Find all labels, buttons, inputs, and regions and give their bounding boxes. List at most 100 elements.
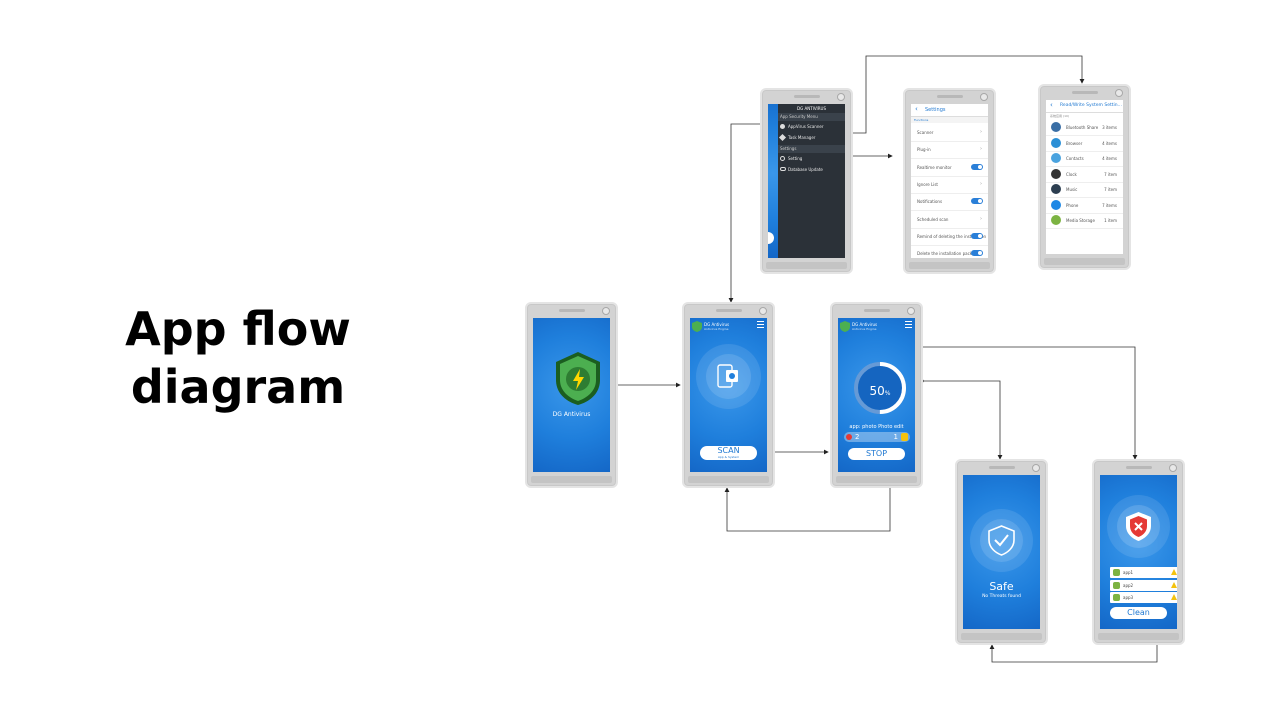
settings-row[interactable]: Realtime monitor	[911, 159, 988, 177]
menu-screen: DG ANTIVIRUS App Security Menu AppVirus …	[768, 104, 845, 258]
phone-settings: ‹ Settings Functions Scanner›Plug-in›Rea…	[903, 88, 996, 274]
scan-button[interactable]: SCAN App & System	[700, 446, 757, 460]
settings-row-label: Remind of deleting the installation	[917, 233, 987, 239]
permission-count: 4 items	[1102, 156, 1117, 161]
menu-item-appvirus[interactable]: AppVirus Scanner	[778, 122, 844, 132]
settings-title: Settings	[925, 107, 946, 113]
app-icon	[1051, 153, 1061, 163]
menu-item-setting-label: Setting	[788, 156, 803, 161]
scan-ring	[696, 344, 761, 409]
settings-row-label: Notifications	[917, 199, 943, 205]
menu-underlay	[768, 104, 778, 258]
threat-row[interactable]: app2	[1110, 579, 1177, 591]
scan-counter-bar: 2 1	[844, 432, 910, 442]
toggle-switch[interactable]	[971, 163, 983, 170]
toggle-switch[interactable]	[971, 250, 983, 257]
settings-row-label: Ignore List	[917, 181, 938, 187]
scan-button-label: SCAN	[717, 446, 740, 455]
settings-header: ‹ Settings	[911, 104, 988, 117]
scan-home-screen: DG Antivirus Antivirus Engine SCAN App &…	[690, 318, 767, 472]
threat-app-name: app3	[1123, 595, 1134, 600]
clean-button[interactable]: Clean	[1110, 607, 1167, 619]
permission-app-name: Contacts	[1066, 156, 1084, 161]
menu-item-database-update[interactable]: Database Update	[778, 165, 844, 175]
chevron-right-icon: ›	[980, 180, 982, 187]
app-icon	[1051, 199, 1061, 210]
threat-row[interactable]: app3	[1110, 592, 1177, 603]
hamburger-menu-icon[interactable]	[757, 321, 764, 328]
warning-icon	[1171, 594, 1177, 600]
back-icon[interactable]: ‹	[915, 105, 918, 113]
stop-button[interactable]: STOP	[848, 448, 905, 460]
menu-item-task-label: Task Manager	[788, 135, 816, 140]
settings-row[interactable]: Plug-in›	[911, 141, 988, 160]
header-app-name: DG Antivirus	[852, 322, 878, 327]
permission-count: 7 item	[1104, 171, 1117, 177]
permissions-header: ‹ Read/Write System Settin...	[1046, 100, 1123, 113]
permission-row[interactable]: Music 7 item	[1046, 182, 1123, 198]
threat-list: app1 app2 app3	[1100, 567, 1177, 607]
phone-menu: DG ANTIVIRUS App Security Menu AppVirus …	[760, 88, 853, 274]
progress-arc	[854, 362, 906, 414]
menu-item-database-label: Database Update	[788, 167, 823, 172]
settings-row-label: Scanner	[917, 130, 934, 135]
back-icon[interactable]: ‹	[1050, 101, 1053, 109]
permission-row[interactable]: Contacts 4 items	[1046, 151, 1123, 167]
toggle-switch[interactable]	[971, 198, 983, 205]
header-app-name: DG Antivirus	[704, 322, 730, 327]
device-scan-icon	[717, 364, 738, 388]
splash-app-name: DG Antivirus	[552, 411, 591, 418]
menu-drawer: DG ANTIVIRUS App Security Menu AppVirus …	[778, 104, 845, 258]
gear-icon	[780, 156, 785, 161]
settings-row-label: Delete the installation package	[917, 251, 980, 257]
settings-row[interactable]: Scheduled scan›	[911, 211, 988, 229]
cloud-icon	[780, 167, 786, 171]
toggle-switch[interactable]	[971, 232, 983, 239]
permissions-subheader: 系统应用 (10)	[1050, 114, 1070, 118]
hamburger-menu-icon[interactable]	[905, 321, 912, 328]
settings-row[interactable]: Delete the installation package	[911, 245, 988, 258]
settings-row[interactable]: Notifications	[911, 193, 988, 212]
warning-icon	[1171, 569, 1177, 575]
header-app-sub: Antivirus Engine	[852, 327, 877, 331]
permission-app-name: Music	[1066, 187, 1078, 192]
scanner-icon	[780, 124, 785, 129]
threat-ring	[1107, 495, 1170, 558]
wire-stop-back	[724, 456, 891, 532]
menu-item-setting[interactable]: Setting	[778, 154, 844, 164]
wire-scanning-to-threats	[918, 346, 1138, 460]
page-title: App flow diagram	[118, 300, 358, 416]
permission-count: 7 item	[1104, 187, 1117, 192]
menu-header: DG ANTIVIRUS	[797, 106, 826, 111]
app-logo-icon	[840, 321, 850, 332]
phone-safe: Safe No Threats found	[955, 459, 1048, 645]
app-icon	[1051, 215, 1061, 225]
menu-item-task-manager[interactable]: Task Manager	[778, 133, 844, 143]
chevron-right-icon: ›	[980, 215, 982, 222]
menu-section-2: Settings	[778, 145, 845, 153]
settings-row[interactable]: Ignore List ›	[911, 176, 988, 194]
phone-threats: app1 app2 app3 Clean	[1092, 459, 1185, 645]
warning-icon	[1171, 581, 1177, 588]
header-app-sub: Antivirus Engine	[704, 327, 729, 331]
progress-unit: %	[884, 390, 891, 397]
settings-row-label: Realtime monitor	[917, 164, 952, 170]
page-title-line1: App flow	[125, 302, 351, 356]
threat-app-name: app2	[1123, 582, 1134, 588]
progress-value: 50	[869, 384, 885, 398]
settings-row[interactable]: Scanner›	[911, 124, 988, 142]
safe-subtitle: No Threats found	[982, 594, 1021, 599]
phone-permissions: ‹ Read/Write System Settin... 系统应用 (10) …	[1038, 84, 1131, 270]
threat-count-icon	[846, 434, 852, 440]
task-icon	[778, 133, 787, 142]
chevron-right-icon: ›	[980, 146, 982, 153]
threat-row[interactable]: app1	[1110, 567, 1177, 578]
phone-scan-home: DG Antivirus Antivirus Engine SCAN App &…	[682, 302, 775, 488]
settings-row[interactable]: Remind of deleting the installation	[911, 228, 988, 246]
